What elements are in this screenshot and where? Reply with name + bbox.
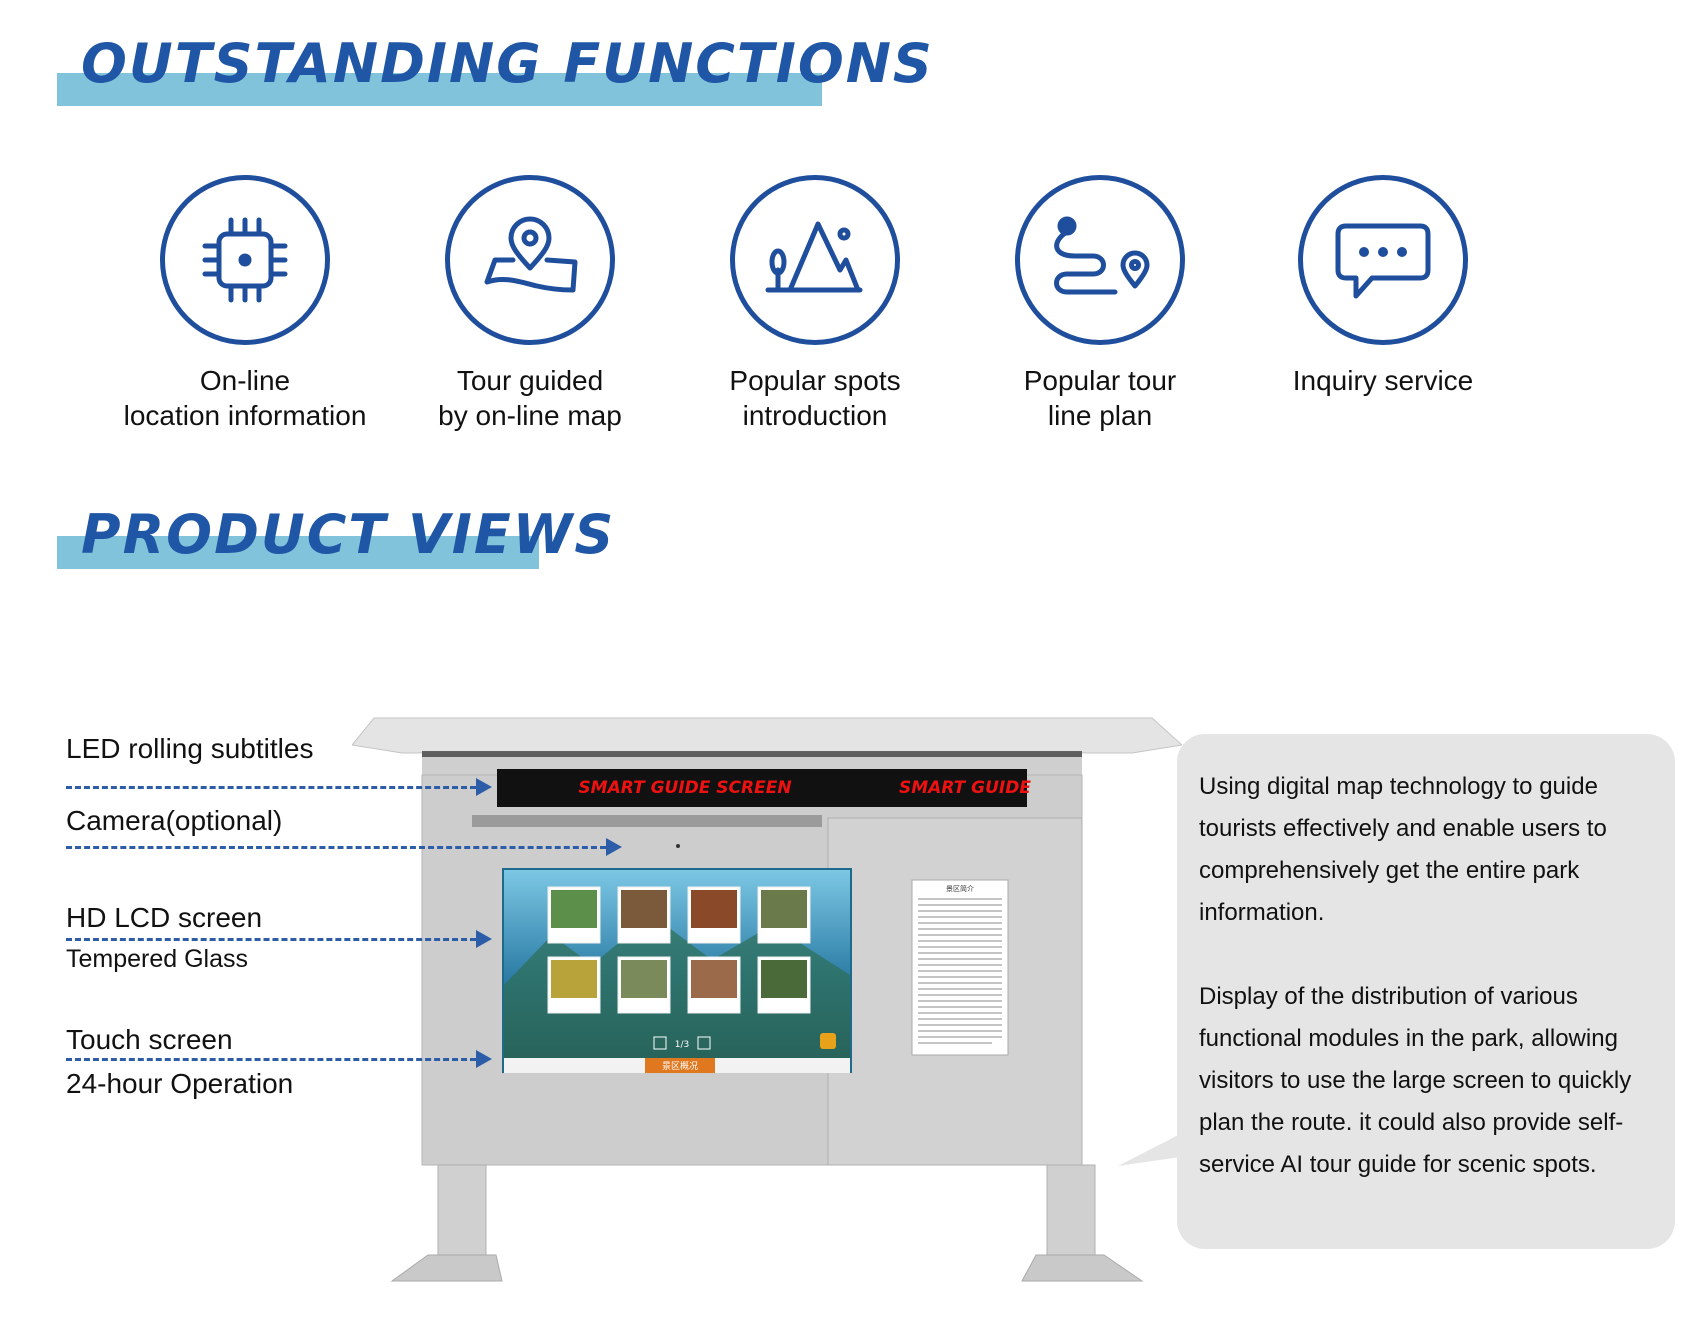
header-underline-bar <box>57 536 539 569</box>
map-pin-icon <box>484 216 578 293</box>
feature-label-line2: by on-line map <box>438 400 622 431</box>
arrow-head-icon <box>476 1050 492 1068</box>
description-bubble: Using digital map technology to guide to… <box>1177 734 1675 1249</box>
page-indicator: 1/3 <box>675 1040 689 1050</box>
feature-popular-spots: Popular spots introduction <box>665 175 965 433</box>
callout-line-led <box>66 786 476 789</box>
camera-lens <box>676 844 680 848</box>
arrow-head-icon <box>476 778 492 796</box>
callout-camera: Camera(optional) <box>66 805 283 836</box>
feature-icon-circle <box>1015 175 1185 345</box>
header-underline-bar <box>57 73 822 106</box>
chip-icon <box>202 217 288 303</box>
feature-inquiry-service: Inquiry service <box>1233 175 1533 398</box>
feature-label-line2: line plan <box>1047 400 1153 431</box>
callout-tempered-glass: Tempered Glass <box>66 945 249 973</box>
notice-title: 景区简介 <box>946 884 974 893</box>
arrow-head-icon <box>606 838 622 856</box>
feature-online-location: On-line location information <box>95 175 395 433</box>
feature-label-line1: Popular spots <box>729 365 901 396</box>
led-display <box>497 769 1027 807</box>
kiosk-illustration: 1/3 景区概况 景区简介 <box>352 717 1182 1282</box>
feature-label-line2: introduction <box>742 400 888 431</box>
callout-line-camera <box>66 846 606 849</box>
product-views-header: PRODUCT VIEWS <box>57 503 613 569</box>
outstanding-functions-header: OUTSTANDING FUNCTIONS <box>57 32 932 106</box>
callout-led-subtitles: LED rolling subtitles <box>66 733 314 764</box>
arrow-head-icon <box>476 930 492 948</box>
description-paragraph-2: Display of the distribution of various f… <box>1199 983 1632 1178</box>
feature-label: Inquiry service <box>1233 363 1533 398</box>
feature-label-line1: Tour guided <box>456 365 604 396</box>
mountain-icon <box>765 221 863 293</box>
chat-bubble-icon <box>1335 223 1431 299</box>
section-title: PRODUCT VIEWS <box>81 503 616 566</box>
feature-label-line2: location information <box>123 400 367 431</box>
feature-icon-circle <box>445 175 615 345</box>
description-paragraph-1: Using digital map technology to guide to… <box>1199 773 1607 926</box>
notice-paper <box>911 879 1009 1056</box>
feature-icon-circle <box>160 175 330 345</box>
feature-label-line1: Popular tour <box>1023 365 1177 396</box>
feature-label: Popular spots introduction <box>665 363 965 433</box>
nav-active-item: 景区概况 <box>662 1060 698 1072</box>
feature-label: Tour guided by on-line map <box>380 363 680 433</box>
callout-line-touch <box>66 1058 476 1061</box>
kiosk-roof <box>352 717 1182 754</box>
feature-tour-line: Popular tour line plan <box>950 175 1250 433</box>
bubble-tail <box>1118 1130 1188 1166</box>
feature-icon-circle <box>730 175 900 345</box>
feature-label: On-line location information <box>95 363 395 433</box>
led-text-primary: SMART GUIDE SCREEN <box>578 778 792 798</box>
feature-label-line1: Inquiry service <box>1292 365 1474 396</box>
callout-line-lcd <box>66 938 476 941</box>
callout-touch-screen: Touch screen <box>66 1024 233 1055</box>
feature-icon-circle <box>1298 175 1468 345</box>
route-icon <box>1054 216 1150 295</box>
feature-label-line1: On-line <box>199 365 291 396</box>
led-text-secondary: SMART GUIDE <box>899 778 1031 798</box>
section-title: OUTSTANDING FUNCTIONS <box>81 32 934 95</box>
callout-24h-operation: 24-hour Operation <box>66 1068 294 1099</box>
feature-map-tour: Tour guided by on-line map <box>380 175 680 433</box>
callout-hd-lcd: HD LCD screen <box>66 902 263 933</box>
feature-label: Popular tour line plan <box>950 363 1250 433</box>
